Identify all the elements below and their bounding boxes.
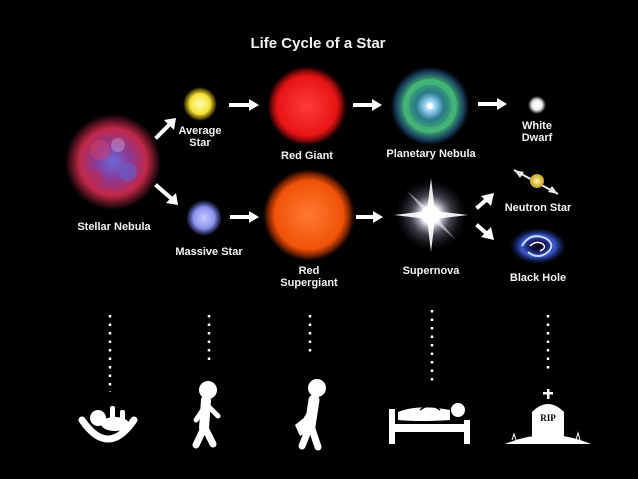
average-star-image <box>183 87 217 121</box>
diagram-title: Life Cycle of a Star <box>250 35 386 52</box>
planetary-nebula-image <box>390 66 470 146</box>
neutron-star-image <box>513 169 559 195</box>
arrow-nebula-to-massive <box>154 183 178 205</box>
label-red-giant: Red Giant <box>281 150 333 162</box>
arrow-supernova-to-black-hole <box>475 223 494 240</box>
white-dwarf-image <box>528 96 546 114</box>
label-black-hole: Black Hole <box>509 272 567 284</box>
label-average-star-line1: Average <box>178 125 222 137</box>
label-planetary-nebula: Planetary Nebula <box>386 148 476 160</box>
label-massive-star: Massive Star <box>175 246 243 258</box>
black-hole-image <box>510 228 566 264</box>
bedridden-person-icon <box>389 403 470 444</box>
supernova-image <box>394 178 468 252</box>
arrow-supernova-to-neutron <box>475 193 494 210</box>
label-red-supergiant-line2: Supergiant <box>280 277 338 289</box>
grave-icon <box>505 389 591 444</box>
child-walking-icon <box>192 381 221 449</box>
label-white-dwarf-line1: White <box>522 120 552 132</box>
red-giant-image <box>267 66 347 146</box>
stellar-nebula-image <box>65 114 161 210</box>
grave-rip-text: RIP <box>540 413 556 423</box>
baby-icon <box>78 406 138 443</box>
red-supergiant-image <box>263 169 355 261</box>
label-average-star-line2: Star <box>189 137 211 149</box>
label-neutron-star: Neutron Star <box>504 202 572 214</box>
arrow-average-to-red-giant <box>229 99 259 111</box>
adult-walking-icon <box>295 379 326 451</box>
arrow-massive-to-supergiant <box>230 211 259 223</box>
arrow-nebula-to-average <box>154 118 176 140</box>
arrow-supergiant-to-supernova <box>356 211 383 223</box>
label-white-dwarf-line2: Dwarf <box>521 132 553 144</box>
label-red-supergiant-line1: Red <box>298 265 320 277</box>
arrow-red-giant-to-planetary <box>353 99 382 111</box>
label-stellar-nebula: Stellar Nebula <box>77 221 151 233</box>
label-supernova: Supernova <box>402 265 460 277</box>
massive-star-image <box>186 200 222 236</box>
arrow-planetary-to-white-dwarf <box>478 98 507 110</box>
